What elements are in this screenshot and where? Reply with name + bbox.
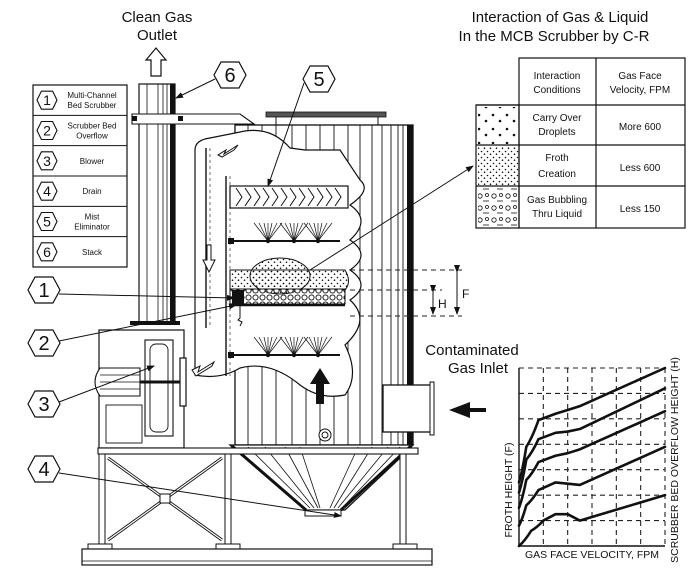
row3-condition-line1: Gas Bubbling [527,195,587,206]
row2-condition-line1: Froth [545,153,568,164]
outlet-title-line1: Clean Gas [122,9,193,26]
legend-item: 4 Drain [33,175,127,201]
legend-number: 6 [43,244,51,260]
pattern-bubbles [478,188,518,226]
callout-hexagon [213,61,247,89]
legend-number-badge [36,242,58,262]
legend-number: 2 [43,123,51,139]
legend-number-badge [36,151,58,171]
chart-series-1 [517,493,667,548]
callout-number: 1 [38,280,49,302]
flow-arrow-down-icon [202,244,216,274]
legend-number: 1 [43,92,51,108]
callout-4: 4 [27,455,342,518]
table-title-line2: In the MCB Scrubber by C-R [459,28,650,45]
blower [94,329,187,449]
pattern-sparse-dots [478,107,518,144]
legend-number: 4 [43,183,51,199]
chart-series-4 [517,387,667,494]
froth-leader-line [309,165,474,271]
callout-5: 5 [267,65,336,187]
header-conditions-line2: Conditions [533,85,580,96]
scrubber-vessel: F H [191,111,469,517]
chart-series-5 [517,366,667,484]
flow-arrow-up-icon [310,368,330,404]
mist-eliminator [229,185,349,209]
flow-arrow-diagonal-icon [216,144,239,158]
legend-label: Scrubber Bed [68,122,117,131]
callout-number: 6 [224,65,235,87]
pattern-dense-dots [478,147,518,185]
outlet-arrow-icon [144,47,168,77]
table-title-line1: Interaction of Gas & Liquid [472,9,649,26]
legend-item: 6 Stack [33,236,127,262]
callout-2: 2 [27,303,237,357]
row1-velocity: More 600 [619,122,662,133]
inlet-title-line1: Contaminated [425,342,518,359]
callout-number: 4 [38,459,49,481]
legend-label: Multi-Channel [67,91,117,100]
row1-condition-line2: Droplets [538,127,575,138]
header-conditions-line1: Interaction [534,71,581,82]
flow-arrow-blower-icon [191,360,216,377]
chart-ylabel-right: SCRUBBER BED OVERFLOW HEIGHT (H) [669,357,681,563]
legend-label: Stack [82,248,103,257]
chart-xlabel: GAS FACE VELOCITY, FPM [525,549,659,561]
callout-3: 3 [27,365,155,418]
dimension-lines: F H [350,265,469,317]
dimension-label-froth: F [462,287,469,301]
spray-header-upper [228,222,340,244]
row3-condition-line2: Thru Liquid [532,209,582,220]
outlet-title-line2: Outlet [137,27,178,44]
row3-velocity: Less 150 [620,204,661,215]
inlet-title-line2: Gas Inlet [448,360,509,377]
callout-number: 5 [313,69,324,91]
callout-6: 6 [175,61,247,99]
callout-hexagon [27,329,61,357]
legend-label: Drain [82,187,101,196]
legend-item: 3 Blower [33,145,127,171]
chart-series-3 [517,409,667,510]
froth-chart: GAS FACE VELOCITY, FPM FROTH HEIGHT (F) … [503,357,681,563]
callout-number: 3 [38,394,49,416]
legend-label: Eliminator [74,223,110,232]
legend-number: 5 [43,214,51,230]
callout-hexagon [27,276,61,304]
header-velocity-line2: Velocity, FPM [610,85,670,96]
legend-number-badge [36,90,58,110]
legend-number: 3 [43,153,51,169]
stack [130,83,256,325]
inlet-arrow-icon [449,402,486,418]
legend-number-badge [36,211,58,232]
header-velocity-line1: Gas Face [618,71,662,82]
row2-velocity: Less 600 [620,163,661,174]
dimension-label-overflow: H [438,297,447,311]
legend-label: Bed Scrubber [68,101,117,110]
legend-number-badge [36,120,58,141]
multi-channel-bed [229,257,349,327]
callout-hexagon [27,455,61,483]
legend-label: Overflow [76,132,108,141]
callout-hexagon [302,65,336,93]
row1-condition-line1: Carry Over [533,113,583,124]
support-frame [81,447,433,566]
callout-number: 2 [38,333,49,355]
legend-number-badge [36,181,58,201]
row2-condition-line2: Creation [538,169,576,180]
callout-hexagon [27,390,61,418]
callout-1: 1 [27,276,235,304]
chart-ylabel: FROTH HEIGHT (F) [503,443,515,538]
interaction-table: Interaction Conditions Gas Face Velocity… [475,57,686,229]
legend-label: Mist [85,213,100,222]
legend-label: Blower [80,157,105,166]
chart-series-2 [517,445,667,527]
spray-header-lower [228,336,340,358]
